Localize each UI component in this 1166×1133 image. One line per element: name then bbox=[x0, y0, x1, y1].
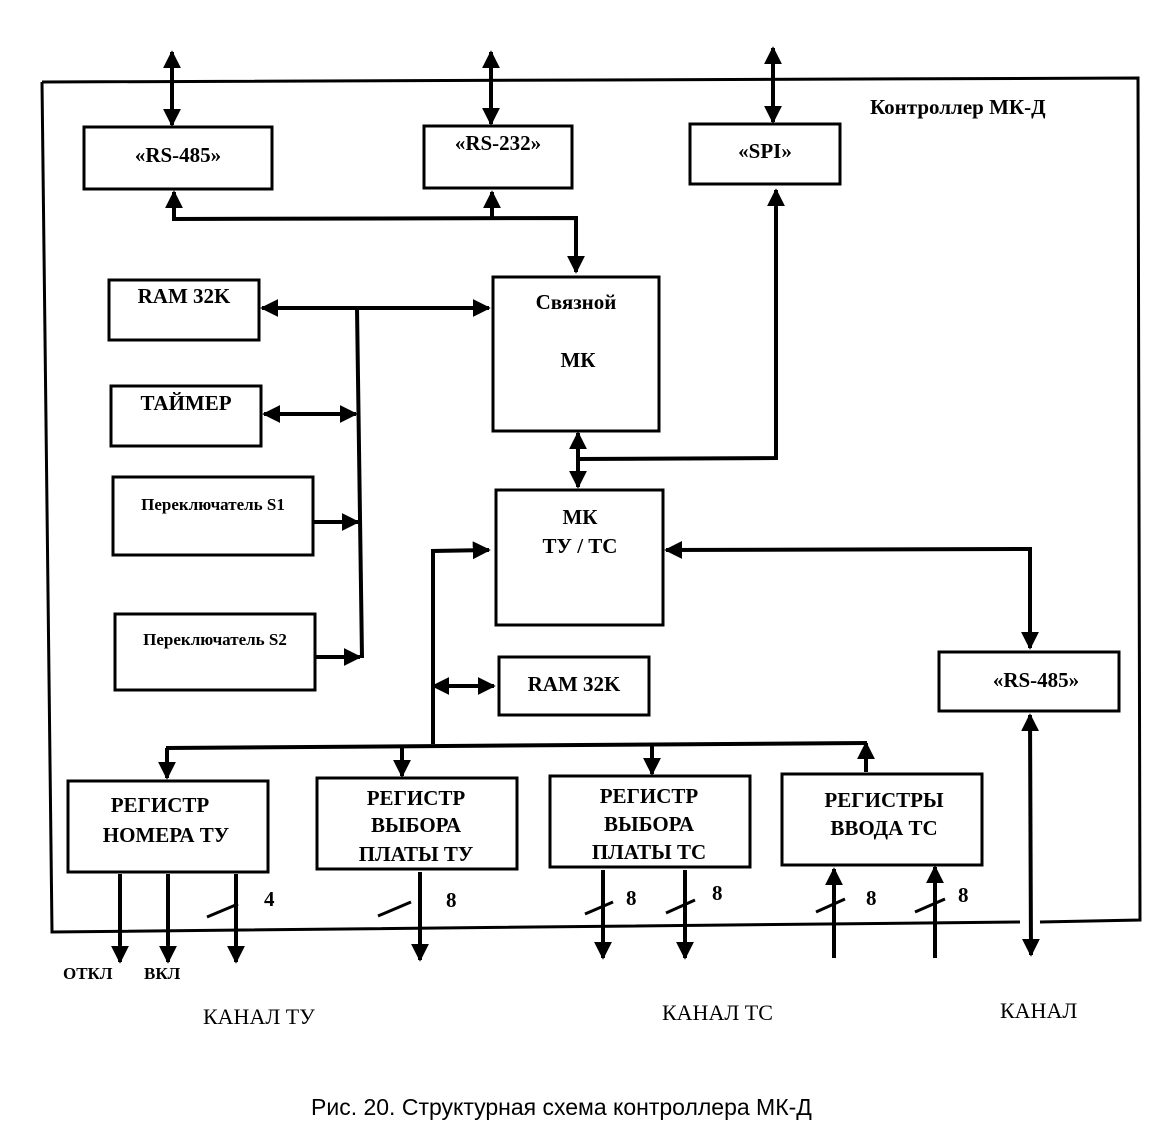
reg-tc-input-line1: РЕГИСТРЫ bbox=[824, 788, 944, 812]
switch-s1-label: Переключатель S1 bbox=[141, 495, 285, 514]
bus-slash-tu-number bbox=[206, 902, 239, 919]
rs485-right-label: «RS-485» bbox=[993, 668, 1079, 692]
bus-slash-tu-board bbox=[377, 900, 412, 918]
on-signal-label: ВКЛ bbox=[144, 964, 181, 983]
reg-tu-board-block: РЕГИСТР ВЫБОРА ПЛАТЫ ТУ bbox=[315, 776, 519, 871]
switch-s2-label: Переключатель S2 bbox=[143, 630, 287, 649]
reg-tc-input-block: РЕГИСТРЫ ВВОДА ТС bbox=[780, 772, 984, 867]
rs232-label: «RS-232» bbox=[455, 131, 541, 155]
bus-width-tu-board: 8 bbox=[446, 888, 457, 912]
rs485-right-block: «RS-485» bbox=[937, 650, 1121, 713]
left-vertical-bus bbox=[355, 307, 364, 659]
ram-bottom-block: RAM 32K bbox=[497, 655, 651, 717]
bus-width-tu-number: 4 bbox=[264, 887, 275, 911]
rs232-block: «RS-232» bbox=[422, 124, 574, 190]
reg-tc-board-line2: ВЫБОРА bbox=[604, 812, 695, 836]
reg-tc-board-line1: РЕГИСТР bbox=[600, 784, 699, 808]
reg-tu-number-line2: НОМЕРА ТУ bbox=[103, 823, 229, 847]
switch-s1-block: Переключатель S1 bbox=[111, 475, 315, 557]
reg-tu-board-line3: ПЛАТЫ ТУ bbox=[359, 842, 474, 866]
rs485-right-external-arrow bbox=[1021, 713, 1040, 957]
bus-slash-tc-board-2 bbox=[665, 898, 696, 915]
bus-slash-tc-input-1 bbox=[815, 897, 846, 914]
off-signal-label: ОТКЛ bbox=[63, 964, 113, 983]
rs485-right-link bbox=[664, 540, 1039, 650]
serial-bus-line bbox=[165, 190, 585, 274]
bus-width-tc-input-2: 8 bbox=[958, 883, 969, 907]
lower-bus-vertical bbox=[431, 541, 491, 744]
ram-top-label: RAM 32K bbox=[138, 284, 231, 308]
figure-caption: Рис. 20. Структурная схема контроллера М… bbox=[311, 1094, 812, 1120]
rs485-top-block: «RS-485» bbox=[82, 125, 274, 191]
comm-mk-label-line1: Связной bbox=[536, 290, 617, 314]
mk-tu-tc-label-line1: МК bbox=[562, 505, 598, 529]
channel-tu-label: КАНАЛ ТУ bbox=[203, 1004, 315, 1029]
spi-block: «SPI» bbox=[688, 122, 842, 186]
reg-tc-input-line2: ВВОДА ТС bbox=[830, 816, 937, 840]
rs485-top-label: «RS-485» bbox=[135, 143, 221, 167]
mk-tu-tc-block: МК ТУ / ТС bbox=[494, 488, 665, 627]
ram-top-block: RAM 32K bbox=[107, 278, 261, 342]
reg-tu-board-line1: РЕГИСТР bbox=[367, 786, 466, 810]
spi-link-line bbox=[577, 188, 785, 461]
switch-s2-block: Переключатель S2 bbox=[113, 612, 317, 692]
channel-label: КАНАЛ bbox=[1000, 998, 1077, 1023]
reg-tc-board-line3: ПЛАТЫ ТС bbox=[592, 840, 706, 864]
timer-label: ТАЙМЕР bbox=[140, 391, 231, 415]
ram-bottom-label: RAM 32K bbox=[528, 672, 621, 696]
reg-tu-number-line1: РЕГИСТР bbox=[111, 793, 210, 817]
reg-tu-board-line2: ВЫБОРА bbox=[371, 813, 462, 837]
bus-slash-tc-input-2 bbox=[914, 897, 946, 914]
bus-slash-tc-board-1 bbox=[584, 900, 614, 916]
comm-mk-label-line2: МК bbox=[560, 348, 596, 372]
bus-width-tc-input-1: 8 bbox=[866, 886, 877, 910]
reg-tc-board-block: РЕГИСТР ВЫБОРА ПЛАТЫ ТС bbox=[548, 774, 752, 869]
channel-tc-label: КАНАЛ ТС bbox=[662, 1000, 773, 1025]
bus-width-tc-board-1: 8 bbox=[626, 886, 637, 910]
mk-tu-tc-label-line2: ТУ / ТС bbox=[543, 534, 618, 558]
comm-mk-block: Связной МК bbox=[491, 275, 661, 433]
bus-width-tc-board-2: 8 bbox=[712, 881, 723, 905]
controller-title: Контроллер МК-Д bbox=[870, 95, 1046, 119]
controller-frame bbox=[40, 76, 1142, 934]
register-bus bbox=[165, 741, 868, 750]
timer-block: ТАЙМЕР bbox=[109, 384, 263, 448]
spi-label: «SPI» bbox=[738, 139, 792, 163]
reg-tu-number-block: РЕГИСТР НОМЕРА ТУ bbox=[66, 779, 270, 874]
